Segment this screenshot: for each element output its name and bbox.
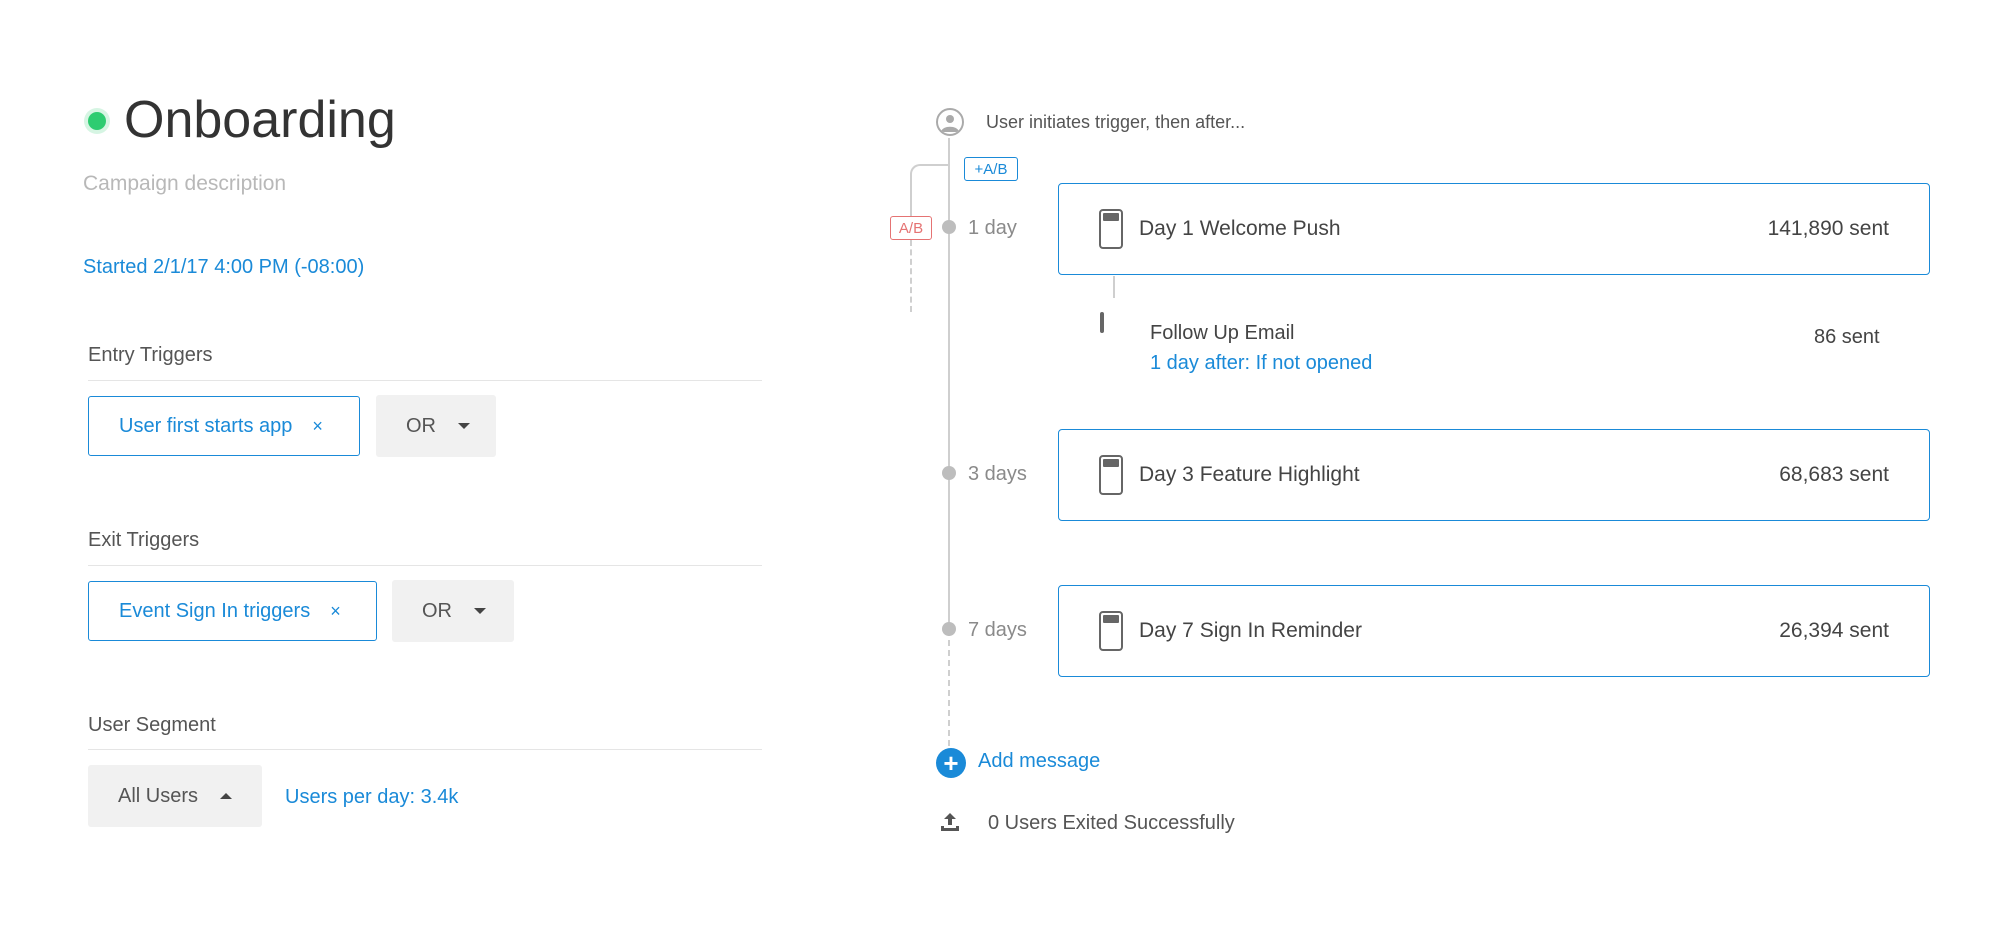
campaign-title[interactable]: Onboarding (124, 91, 396, 149)
ab-branch-dashed (910, 240, 912, 312)
user-segment-label: User Segment (88, 714, 216, 736)
remove-exit-trigger-icon[interactable]: × (330, 600, 341, 621)
timeline-dashed-line (948, 630, 950, 746)
add-ab-test-button[interactable]: +A/B (964, 157, 1018, 181)
message-card[interactable]: Day 7 Sign In Reminder 26,394 sent (1058, 585, 1930, 677)
entry-trigger-chip-label: User first starts app (119, 414, 293, 437)
chevron-up-icon (220, 793, 232, 799)
step-delay: 3 days (968, 463, 1027, 485)
add-message-icon[interactable]: + (936, 748, 966, 778)
exit-triggers-label: Exit Triggers (88, 529, 200, 551)
timeline-node (942, 220, 956, 234)
ab-branch-connector (910, 164, 948, 220)
chevron-down-icon (458, 423, 470, 429)
entry-trigger-chip[interactable]: User first starts app × (88, 396, 360, 456)
campaign-description[interactable]: Campaign description (83, 172, 287, 195)
message-name: Day 1 Welcome Push (1139, 217, 1341, 240)
message-sent-count: 68,683 sent (1779, 463, 1889, 486)
exit-trigger-chip[interactable]: Event Sign In triggers × (88, 581, 377, 641)
ab-test-badge[interactable]: A/B (890, 216, 932, 240)
phone-icon (1099, 455, 1123, 495)
message-sent-count: 26,394 sent (1779, 619, 1889, 642)
campaign-started-link[interactable]: Started 2/1/17 4:00 PM (-08:00) (83, 256, 365, 278)
timeline-node (942, 622, 956, 636)
step-delay: 7 days (968, 619, 1027, 641)
message-name: Day 7 Sign In Reminder (1139, 619, 1362, 642)
followup-condition[interactable]: 1 day after: If not opened (1150, 352, 1373, 374)
step-delay: 1 day (968, 217, 1017, 239)
phone-icon (1099, 209, 1123, 249)
trigger-description: User initiates trigger, then after... (986, 112, 1246, 132)
followup-message[interactable]: Follow Up Email 1 day after: If not open… (1098, 312, 2000, 384)
entry-operator-dropdown[interactable]: OR (376, 395, 496, 457)
message-card[interactable]: Day 3 Feature Highlight 68,683 sent (1058, 429, 1930, 521)
user-segment-selected: All Users (118, 784, 199, 807)
timeline-line (948, 138, 950, 630)
message-name: Day 3 Feature Highlight (1139, 463, 1360, 486)
user-segment-dropdown[interactable]: All Users (88, 765, 262, 827)
user-segment-divider (88, 749, 762, 750)
chevron-down-icon (474, 608, 486, 614)
exit-trigger-chip-label: Event Sign In triggers (119, 599, 311, 622)
phone-icon (1100, 312, 1104, 333)
users-per-day-link[interactable]: Users per day: 3.4k (285, 786, 459, 808)
entry-operator-label: OR (406, 414, 436, 437)
followup-name: Follow Up Email (1150, 322, 1295, 344)
exit-triggers-divider (88, 565, 762, 566)
timeline-node (942, 466, 956, 480)
entry-triggers-label: Entry Triggers (88, 344, 213, 366)
users-exited-text: 0 Users Exited Successfully (988, 812, 1235, 834)
add-message-link[interactable]: Add message (978, 750, 1101, 772)
followup-sent-count: 86 sent (1814, 326, 1880, 348)
phone-icon (1099, 611, 1123, 651)
status-indicator (88, 112, 106, 130)
message-sent-count: 141,890 sent (1767, 217, 1889, 240)
exit-operator-label: OR (422, 599, 452, 622)
remove-entry-trigger-icon[interactable]: × (312, 415, 323, 436)
entry-triggers-divider (88, 380, 762, 381)
followup-connector (1113, 276, 1115, 298)
exit-operator-dropdown[interactable]: OR (392, 580, 514, 642)
user-icon (936, 108, 964, 136)
message-card[interactable]: Day 1 Welcome Push 141,890 sent (1058, 183, 1930, 275)
upload-icon (938, 810, 962, 839)
